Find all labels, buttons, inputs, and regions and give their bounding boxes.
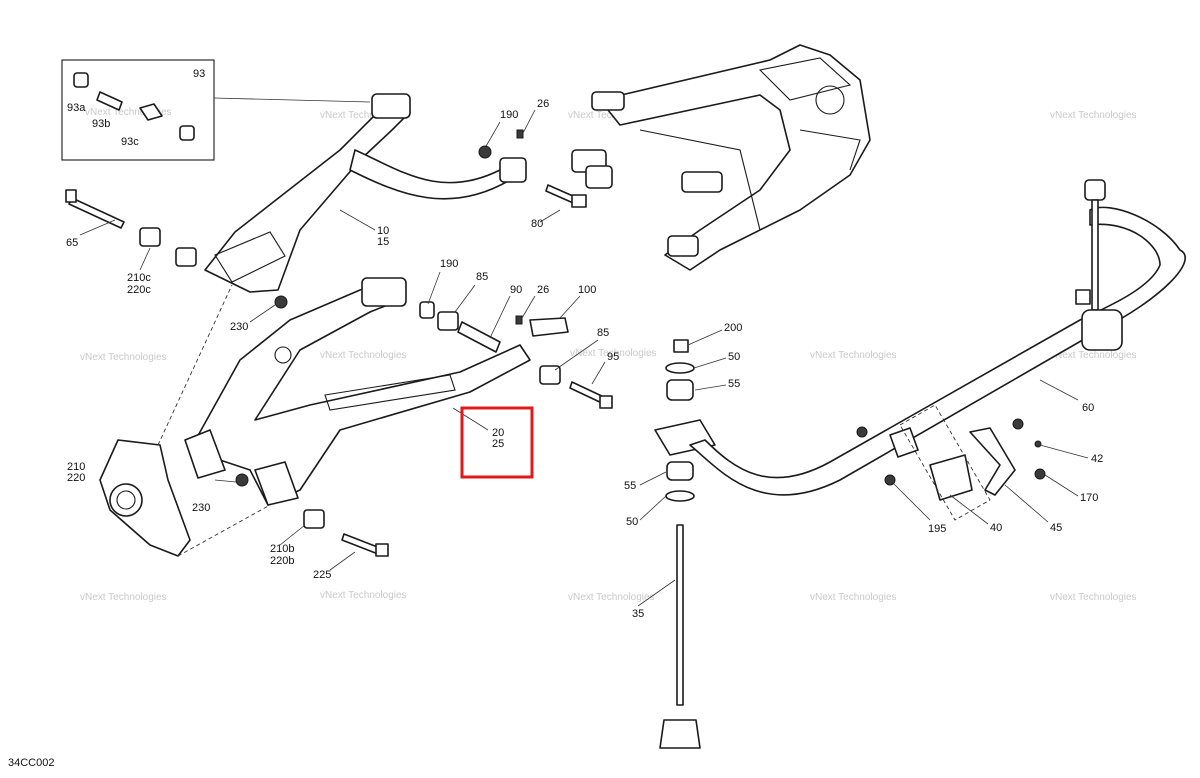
callout-220c: 220c bbox=[127, 284, 151, 296]
bushing-kit-inset bbox=[61, 59, 371, 161]
callout-220: 220 bbox=[67, 472, 85, 484]
callout-50: 50 bbox=[728, 351, 740, 363]
watermark: vNext Technologies bbox=[80, 352, 167, 363]
callout-26: 26 bbox=[537, 284, 549, 296]
callout-93a: 93a bbox=[67, 102, 86, 114]
callout-230: 230 bbox=[192, 502, 210, 514]
steering-knuckle bbox=[99, 439, 191, 557]
callout-220b: 220b bbox=[270, 555, 294, 567]
callout-80: 80 bbox=[531, 218, 543, 230]
callout-190: 190 bbox=[440, 258, 458, 270]
watermark-layer: vNext Technologies vNext Technologies vN… bbox=[80, 107, 1137, 603]
callout-60: 60 bbox=[1082, 402, 1094, 414]
callout-210b: 210b bbox=[270, 543, 294, 555]
watermark: vNext Technologies bbox=[1050, 110, 1137, 121]
callout-20: 20 bbox=[492, 427, 504, 439]
watermark: vNext Technologies bbox=[1050, 350, 1137, 361]
callout-65: 65 bbox=[66, 237, 78, 249]
callout-10: 10 bbox=[377, 225, 389, 237]
upper-a-arm bbox=[204, 93, 527, 293]
callout-190: 190 bbox=[500, 109, 518, 121]
highlight-box[interactable] bbox=[460, 406, 534, 479]
leader-lines bbox=[79, 109, 1089, 607]
callout-230: 230 bbox=[230, 321, 248, 333]
watermark: vNext Technologies bbox=[570, 348, 657, 359]
watermark: vNext Technologies bbox=[568, 592, 655, 603]
callout-40: 40 bbox=[990, 522, 1002, 534]
callout-195: 195 bbox=[928, 523, 946, 535]
sway-bar-link-stack bbox=[654, 339, 716, 749]
callout-labels: 93 93a 93b 93c 190 26 80 10 15 65 210c 2… bbox=[66, 68, 1103, 620]
diagram-code: 34CC002 bbox=[8, 757, 54, 769]
chassis-frame bbox=[571, 44, 871, 271]
callout-42: 42 bbox=[1091, 453, 1103, 465]
anti-roll-bar bbox=[689, 179, 1186, 501]
callout-210c: 210c bbox=[127, 272, 151, 284]
callout-170: 170 bbox=[1080, 492, 1098, 504]
callout-100: 100 bbox=[578, 284, 596, 296]
callout-85: 85 bbox=[476, 271, 488, 283]
callout-26: 26 bbox=[537, 98, 549, 110]
watermark: vNext Technologies bbox=[85, 107, 172, 118]
callout-50: 50 bbox=[626, 516, 638, 528]
callout-55: 55 bbox=[728, 378, 740, 390]
lower-a-arm bbox=[184, 277, 531, 506]
callout-25: 25 bbox=[492, 438, 504, 450]
callout-55: 55 bbox=[624, 480, 636, 492]
callout-210: 210 bbox=[67, 461, 85, 473]
watermark: vNext Technologies bbox=[810, 592, 897, 603]
callout-200: 200 bbox=[724, 322, 742, 334]
callout-93: 93 bbox=[193, 68, 205, 80]
callout-15: 15 bbox=[377, 236, 389, 248]
callout-225: 225 bbox=[313, 569, 331, 581]
callout-93b: 93b bbox=[92, 118, 110, 130]
watermark: vNext Technologies bbox=[320, 590, 407, 601]
watermark: vNext Technologies bbox=[320, 350, 407, 361]
hardware bbox=[65, 129, 613, 557]
callout-93c: 93c bbox=[121, 136, 139, 148]
callout-95: 95 bbox=[607, 351, 619, 363]
watermark: vNext Technologies bbox=[568, 110, 655, 121]
callout-35: 35 bbox=[632, 608, 644, 620]
callout-85: 85 bbox=[597, 327, 609, 339]
callout-45: 45 bbox=[1050, 522, 1062, 534]
callout-90: 90 bbox=[510, 284, 522, 296]
watermark: vNext Technologies bbox=[810, 350, 897, 361]
watermark: vNext Technologies bbox=[1050, 592, 1137, 603]
watermark: vNext Technologies bbox=[80, 592, 167, 603]
assembly-guides bbox=[157, 284, 991, 557]
watermark: vNext Technologies bbox=[320, 110, 407, 121]
